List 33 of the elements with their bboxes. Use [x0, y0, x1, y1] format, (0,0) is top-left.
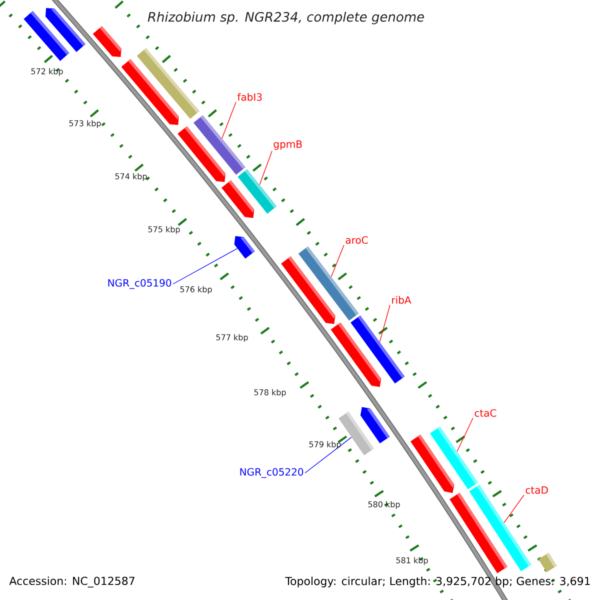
- gene-block: [194, 115, 246, 175]
- gene-label: ctaC: [474, 409, 496, 417]
- scale-label: 578 kbp: [254, 389, 286, 397]
- gene-label: NGR_c05190: [108, 279, 172, 289]
- leader-line: [379, 304, 390, 342]
- scale-label: 576 kbp: [180, 286, 212, 294]
- gene-block: [234, 236, 255, 259]
- gene-label: fabI3: [237, 93, 262, 101]
- gene-block: [298, 246, 359, 321]
- leader-line: [304, 436, 352, 474]
- accession-text: Accession: NC_012587: [9, 576, 134, 588]
- gene-label: ctaD: [526, 486, 548, 494]
- title: Rhizobium sp. NGR234, complete genome: [148, 12, 424, 24]
- gene-label: aroC: [346, 236, 368, 244]
- leader-line: [504, 494, 524, 523]
- leader-line: [330, 244, 344, 278]
- scale-label: 577 kbp: [216, 334, 248, 342]
- gene-label: ribA: [392, 296, 412, 304]
- scale-label: 575 kbp: [148, 226, 180, 234]
- scale-label: 581 kbp: [396, 557, 428, 565]
- scale-label: 580 kbp: [368, 501, 400, 509]
- scale-label: 572 kbp: [31, 68, 63, 76]
- scale-label: 579 kbp: [309, 441, 341, 449]
- gene-block: [430, 426, 478, 490]
- scale-label: 573 kbp: [69, 120, 101, 128]
- leader-line: [456, 418, 474, 452]
- scale-label: 574 kbp: [115, 173, 147, 181]
- gene-block: [238, 169, 277, 214]
- gene-label: NGR_c05220: [240, 468, 304, 478]
- leader-line: [259, 150, 272, 186]
- gene-block: [350, 315, 405, 384]
- leader-line: [172, 248, 238, 284]
- gene-label: gpmB: [274, 140, 302, 150]
